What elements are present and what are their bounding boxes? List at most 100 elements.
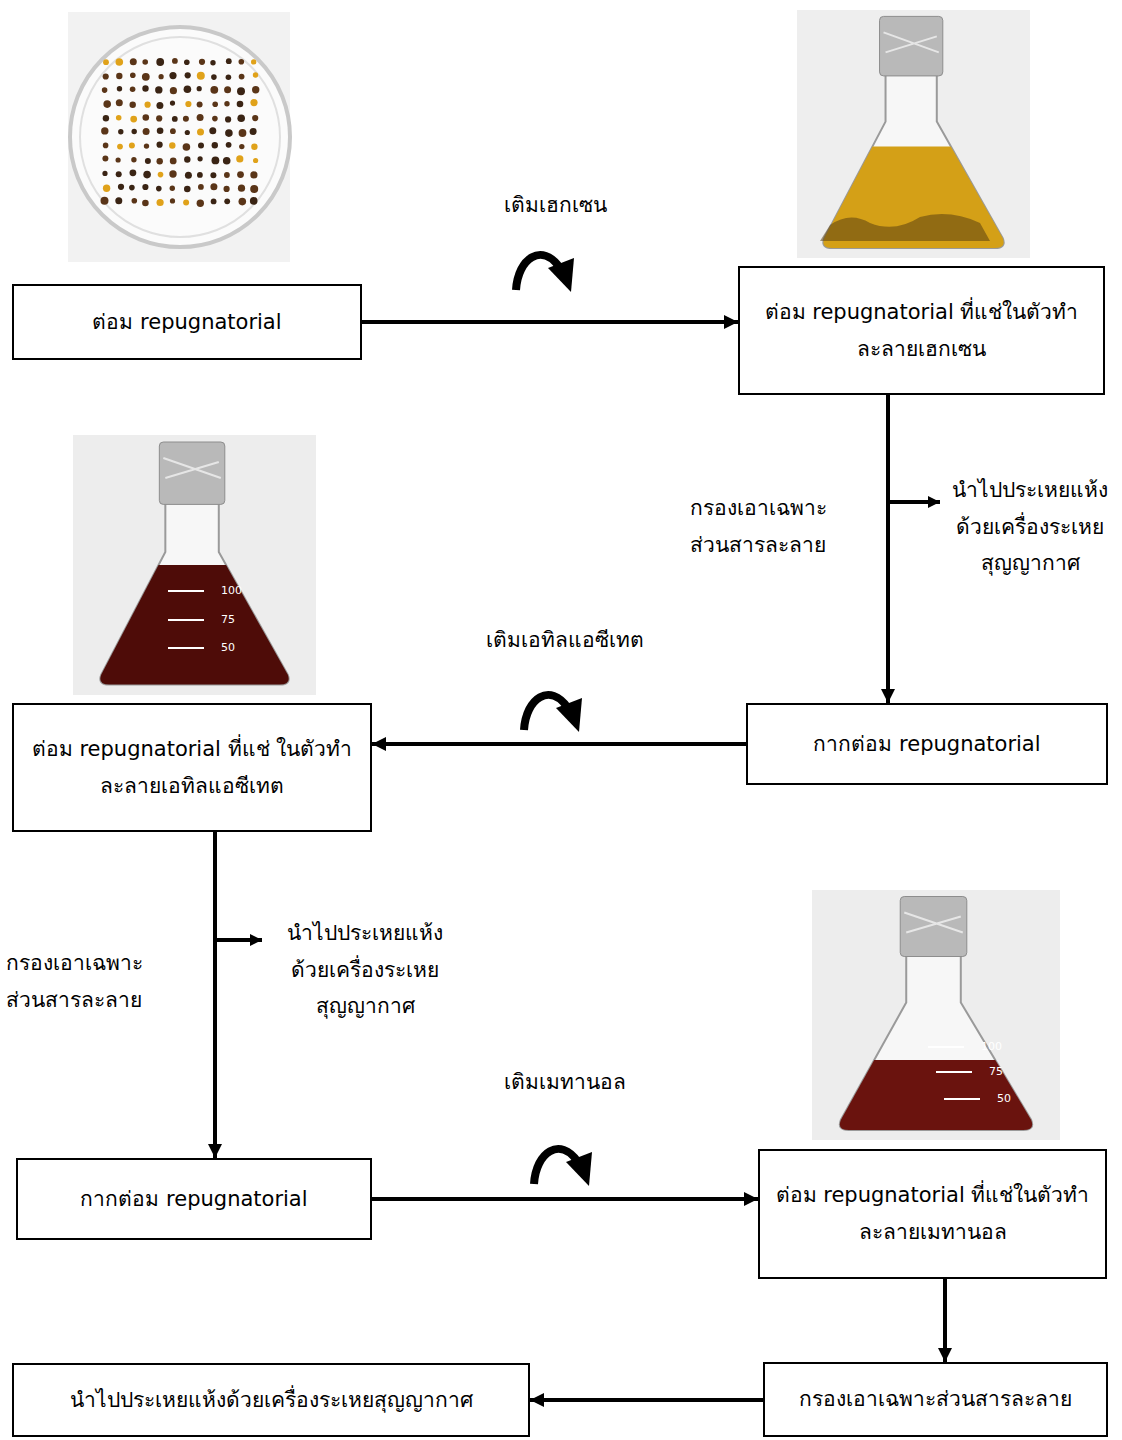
graduation-mark	[944, 1098, 980, 1100]
gland-dot	[102, 171, 107, 176]
gland-dot	[197, 72, 205, 80]
gland-dot	[185, 172, 192, 179]
gland-dot	[143, 114, 150, 121]
flask-liquid	[840, 1060, 1032, 1130]
step-label: เติมเฮกเซน	[504, 187, 607, 224]
flow-arrow	[372, 742, 746, 746]
flow-arrow	[530, 1398, 763, 1402]
graduation-mark	[168, 647, 204, 649]
gland-dot	[170, 128, 176, 134]
graduation-number: 50	[221, 642, 235, 653]
gland-dot	[116, 157, 121, 162]
gland-dot	[172, 116, 178, 122]
gland-dot	[172, 58, 178, 64]
gland-dot	[103, 115, 109, 121]
gland-dot	[169, 142, 175, 148]
gland-dot	[198, 156, 203, 161]
gland-dot	[103, 59, 109, 65]
graduation-number: 100	[221, 585, 242, 596]
photo-background	[68, 12, 290, 262]
photo-background	[73, 435, 316, 695]
flow-arrow	[213, 832, 217, 1158]
foil-cap	[900, 897, 967, 957]
foil-cap	[880, 16, 943, 76]
gland-dot	[145, 102, 151, 108]
gland-dot	[156, 102, 163, 109]
gland-dot	[103, 143, 109, 149]
process-box: นำไปประเหยแห้งด้วยเครื่องระเหยสุญญากาศ	[12, 1363, 530, 1437]
gland-dot	[159, 74, 164, 79]
gland-dot	[226, 58, 232, 64]
step-label: เติมเมทานอล	[504, 1064, 626, 1101]
graduation-number: 75	[221, 614, 235, 625]
process-box: ต่อม repugnatorial ที่แช่ในตัวทำละลายเฮก…	[738, 266, 1105, 395]
process-box: ต่อม repugnatorial	[12, 284, 362, 360]
foil-cap	[159, 442, 224, 504]
gland-dot	[118, 129, 123, 134]
gland-dot	[210, 86, 218, 94]
gland-dot	[239, 129, 247, 137]
gland-dot	[129, 143, 135, 149]
gland-dot	[156, 58, 164, 66]
foil-crease	[904, 913, 963, 933]
gland-dot	[130, 86, 136, 92]
petri-dish-rim	[80, 37, 280, 237]
gland-dot	[225, 129, 233, 137]
gland-dot	[169, 170, 176, 177]
node-text-group: กรองเอาเฉพาะส่วนสารละลาย	[799, 1381, 1072, 1418]
gland-dot	[132, 129, 137, 134]
gland-dot	[130, 73, 136, 79]
branch-arrow	[888, 500, 940, 504]
gland-dot	[169, 72, 176, 79]
gland-dot	[116, 99, 123, 106]
node-text-group: ต่อม repugnatorial ที่แช่ในตัวทำละลายเมท…	[774, 1177, 1091, 1251]
gland-dot	[185, 72, 191, 78]
box-label: กากต่อม repugnatorial	[80, 1181, 307, 1218]
gland-dot	[103, 100, 111, 108]
gland-dot	[130, 169, 137, 176]
gland-dot	[118, 184, 124, 190]
gland-dot	[170, 186, 175, 191]
gland-dot	[142, 59, 148, 65]
graduation-mark	[168, 590, 204, 592]
gland-dot	[236, 155, 243, 162]
box-label: นำไปประเหยแห้งด้วยเครื่องระเหยสุญญากาศ	[70, 1382, 473, 1419]
gland-dot	[224, 186, 230, 192]
gland-dot	[101, 197, 109, 205]
gland-dot	[210, 172, 216, 178]
gland-dot	[237, 101, 244, 108]
gland-dot	[143, 171, 151, 179]
node-text-group: ต่อม repugnatorial ที่แช่ ในตัวทำละลายเอ…	[28, 731, 356, 805]
gland-dot	[115, 197, 122, 204]
gland-dot	[156, 115, 162, 121]
gland-dot	[116, 73, 122, 79]
box-label: ต่อม repugnatorial ที่แช่ ในตัวทำละลายเอ…	[28, 731, 356, 805]
branch-arrow	[215, 938, 262, 942]
gland-dot	[197, 114, 204, 121]
gland-dot	[198, 184, 204, 190]
flow-arrow	[362, 320, 738, 324]
gland-dot	[101, 127, 108, 134]
box-label: กรองเอาเฉพาะส่วนสารละลาย	[799, 1381, 1072, 1418]
gland-dot	[226, 74, 232, 80]
gland-dot	[183, 143, 191, 151]
box-label: กากต่อม repugnatorial	[813, 726, 1040, 763]
gland-sediment	[820, 214, 990, 241]
curved-arrow-symbol	[534, 1149, 592, 1186]
process-box: กากต่อม repugnatorial	[746, 703, 1108, 785]
gland-dot	[170, 158, 177, 165]
gland-dot	[102, 156, 108, 162]
gland-dot	[212, 102, 218, 108]
gland-dot	[142, 73, 150, 81]
gland-dot	[212, 116, 218, 122]
photo-background	[797, 10, 1030, 258]
gland-dot	[130, 102, 136, 108]
box-label: ต่อม repugnatorial ที่แช่ในตัวทำละลายเฮก…	[754, 294, 1089, 368]
gland-dot	[212, 157, 220, 165]
gland-dot	[132, 198, 138, 204]
gland-dot	[250, 99, 257, 106]
petri-dish	[70, 27, 290, 247]
gland-dot	[142, 200, 149, 207]
gland-dot	[143, 128, 150, 135]
node-text-group: นำไปประเหยแห้งด้วยเครื่องระเหยสุญญากาศ	[70, 1382, 473, 1419]
